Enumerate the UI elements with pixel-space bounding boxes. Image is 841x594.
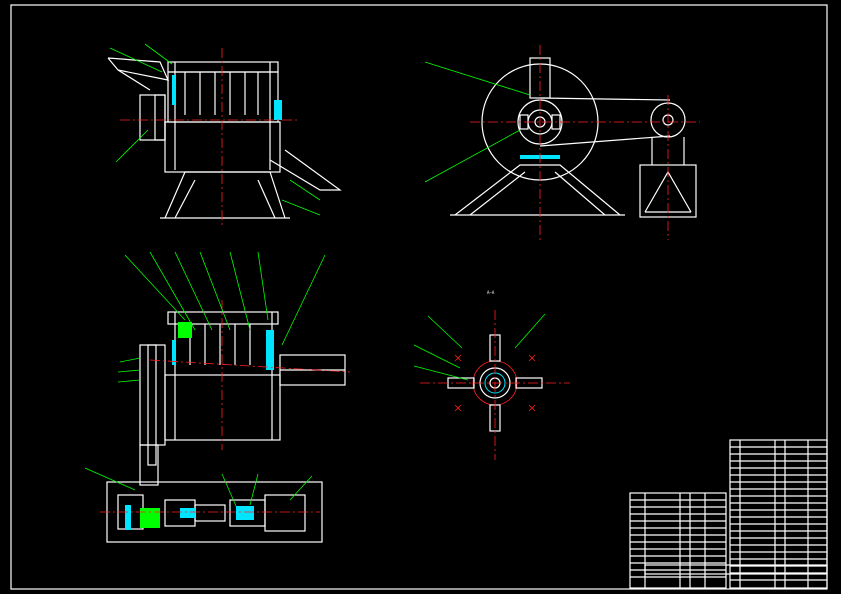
parts-table-rows-right [730,446,827,581]
outer-frame [10,4,828,590]
section-aa-title: A—A [487,290,495,295]
gear-hatched [140,508,160,528]
title-block [629,439,828,589]
view-end-elevation [424,45,700,240]
view-plan-section [84,251,351,543]
hatched-flange [178,322,192,338]
view-section-aa: A—A [413,290,570,460]
parts-table-rows-left [630,499,726,578]
view-front-elevation [107,43,342,225]
seal-right [274,100,282,120]
seal-left [172,75,176,105]
